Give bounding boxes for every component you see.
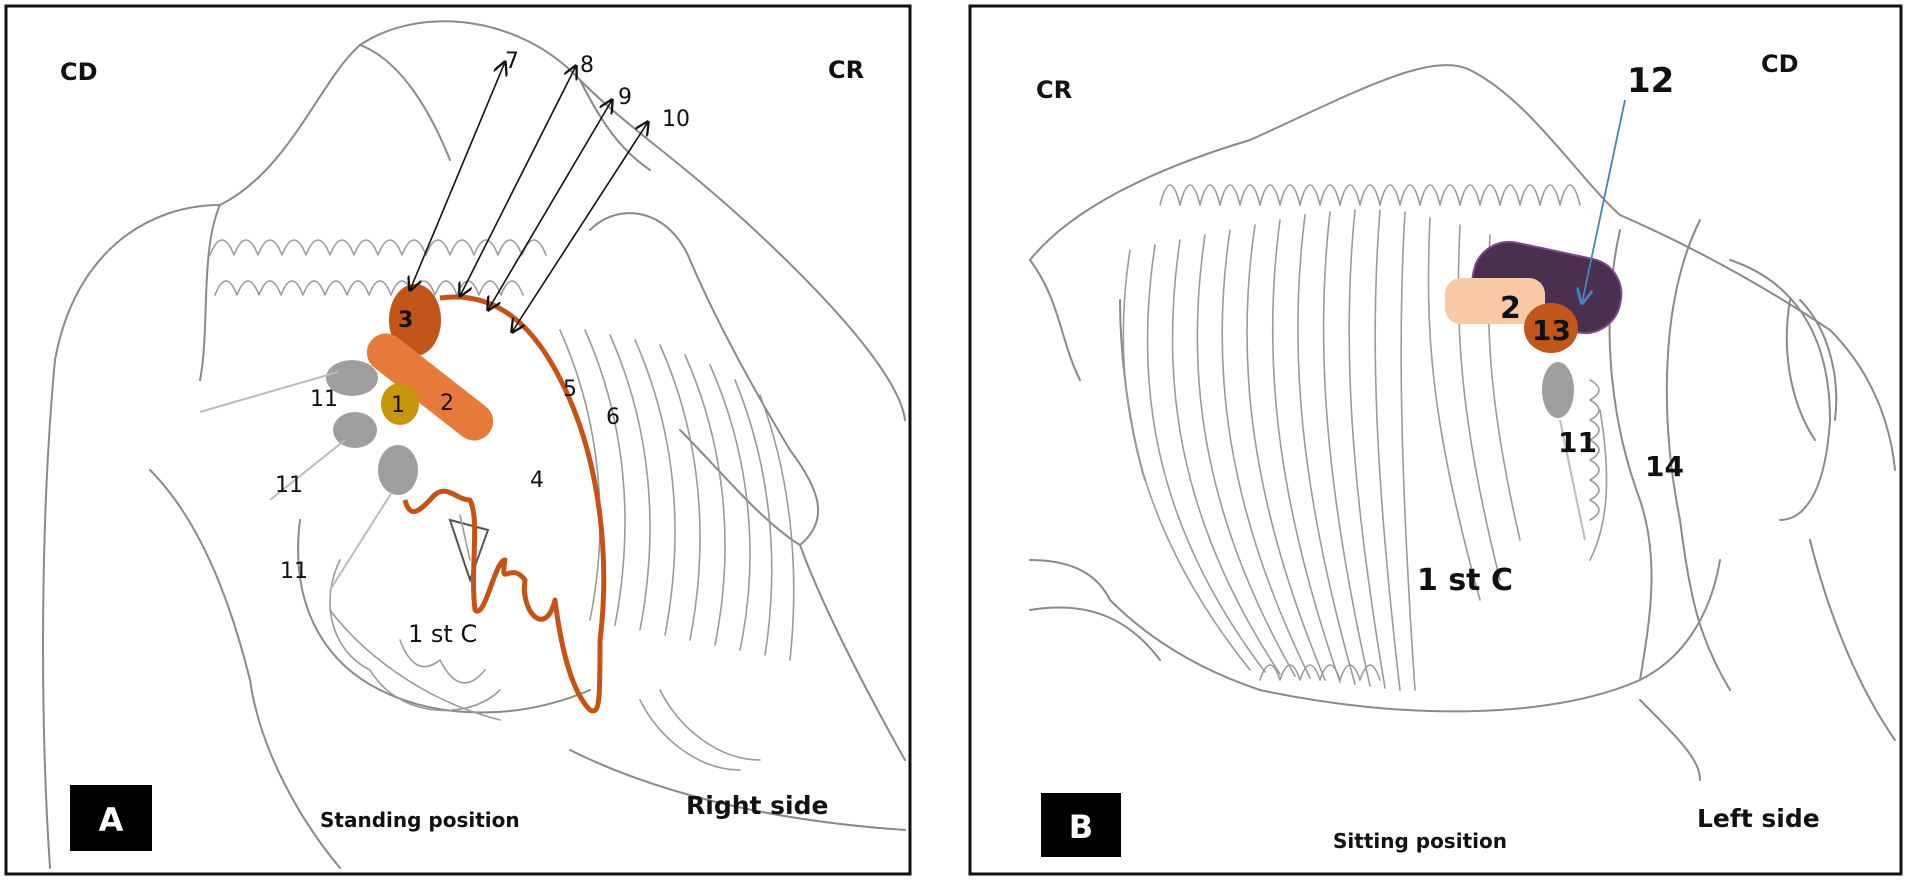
- panel-b: CR CD 12 2 13 11 14 1 st C Sitting posit…: [968, 4, 1903, 876]
- panel-b-label: B: [1069, 808, 1093, 846]
- marker-3-a: 3: [398, 308, 413, 333]
- marker-8-a: 8: [580, 53, 594, 78]
- teardrop-shape-a3: [378, 445, 418, 495]
- marker-11-b: 11: [1558, 426, 1597, 459]
- position-caption-b: Sitting position: [1333, 829, 1507, 853]
- panel-b-label-box: [1041, 793, 1121, 857]
- pointer-arrows-a: [410, 62, 648, 332]
- marker-11c-a: 11: [280, 559, 308, 584]
- arrow-10: [512, 122, 648, 332]
- marker-7-a: 7: [505, 49, 519, 74]
- panel-b-frame: [968, 4, 1903, 876]
- marker-11a-a: 11: [310, 387, 338, 412]
- panel-a-label: A: [99, 801, 124, 839]
- side-caption-a: Right side: [686, 791, 828, 820]
- marker-12-b: 12: [1627, 61, 1674, 101]
- marker-13-b: 13: [1532, 314, 1571, 347]
- structure-13: [1524, 303, 1578, 353]
- teardrop-shape-b: [1542, 362, 1574, 418]
- marker-14-b: 14: [1645, 450, 1684, 483]
- side-caption-b: Left side: [1697, 804, 1820, 833]
- marker-1-a: 1: [391, 393, 405, 418]
- orientation-left-b: CR: [1036, 76, 1072, 104]
- marker-2-b: 2: [1500, 291, 1521, 326]
- marker-6-a: 6: [606, 405, 620, 430]
- panel-b-body-drawing: [1029, 64, 1896, 781]
- arrow-12: [1582, 99, 1626, 303]
- panel-a-label-box: [70, 785, 152, 851]
- marker-4-a: 4: [530, 468, 544, 493]
- structure-2: [366, 333, 494, 441]
- position-caption-a: Standing position: [320, 808, 520, 832]
- panel-a-body-drawing: [42, 20, 906, 869]
- marker-2-a: 2: [440, 391, 454, 416]
- teardrop-shape-a2: [333, 412, 377, 448]
- structure-2-b: [1445, 278, 1545, 324]
- marker-10-a: 10: [662, 107, 690, 132]
- teardrop-shape-a1: [326, 360, 378, 396]
- region-label-b: 1 st C: [1417, 563, 1513, 598]
- orientation-left-a: CD: [60, 58, 98, 86]
- orientation-right-a: CR: [828, 56, 864, 84]
- marker-11b-a: 11: [275, 473, 303, 498]
- region-label-a: 1 st C: [408, 620, 477, 648]
- marker-9-a: 9: [618, 85, 632, 110]
- structure-1: [381, 383, 419, 425]
- panel-a: CD CR 3 2 1 4 5 6 7 8 9 10 11 11 11 1 st…: [4, 4, 912, 876]
- structure-3: [389, 284, 441, 356]
- marker-5-a: 5: [563, 377, 577, 402]
- orientation-right-b: CD: [1761, 50, 1799, 78]
- lymph-node-shapes-a: [199, 360, 418, 591]
- organ-4-outline: [402, 294, 607, 714]
